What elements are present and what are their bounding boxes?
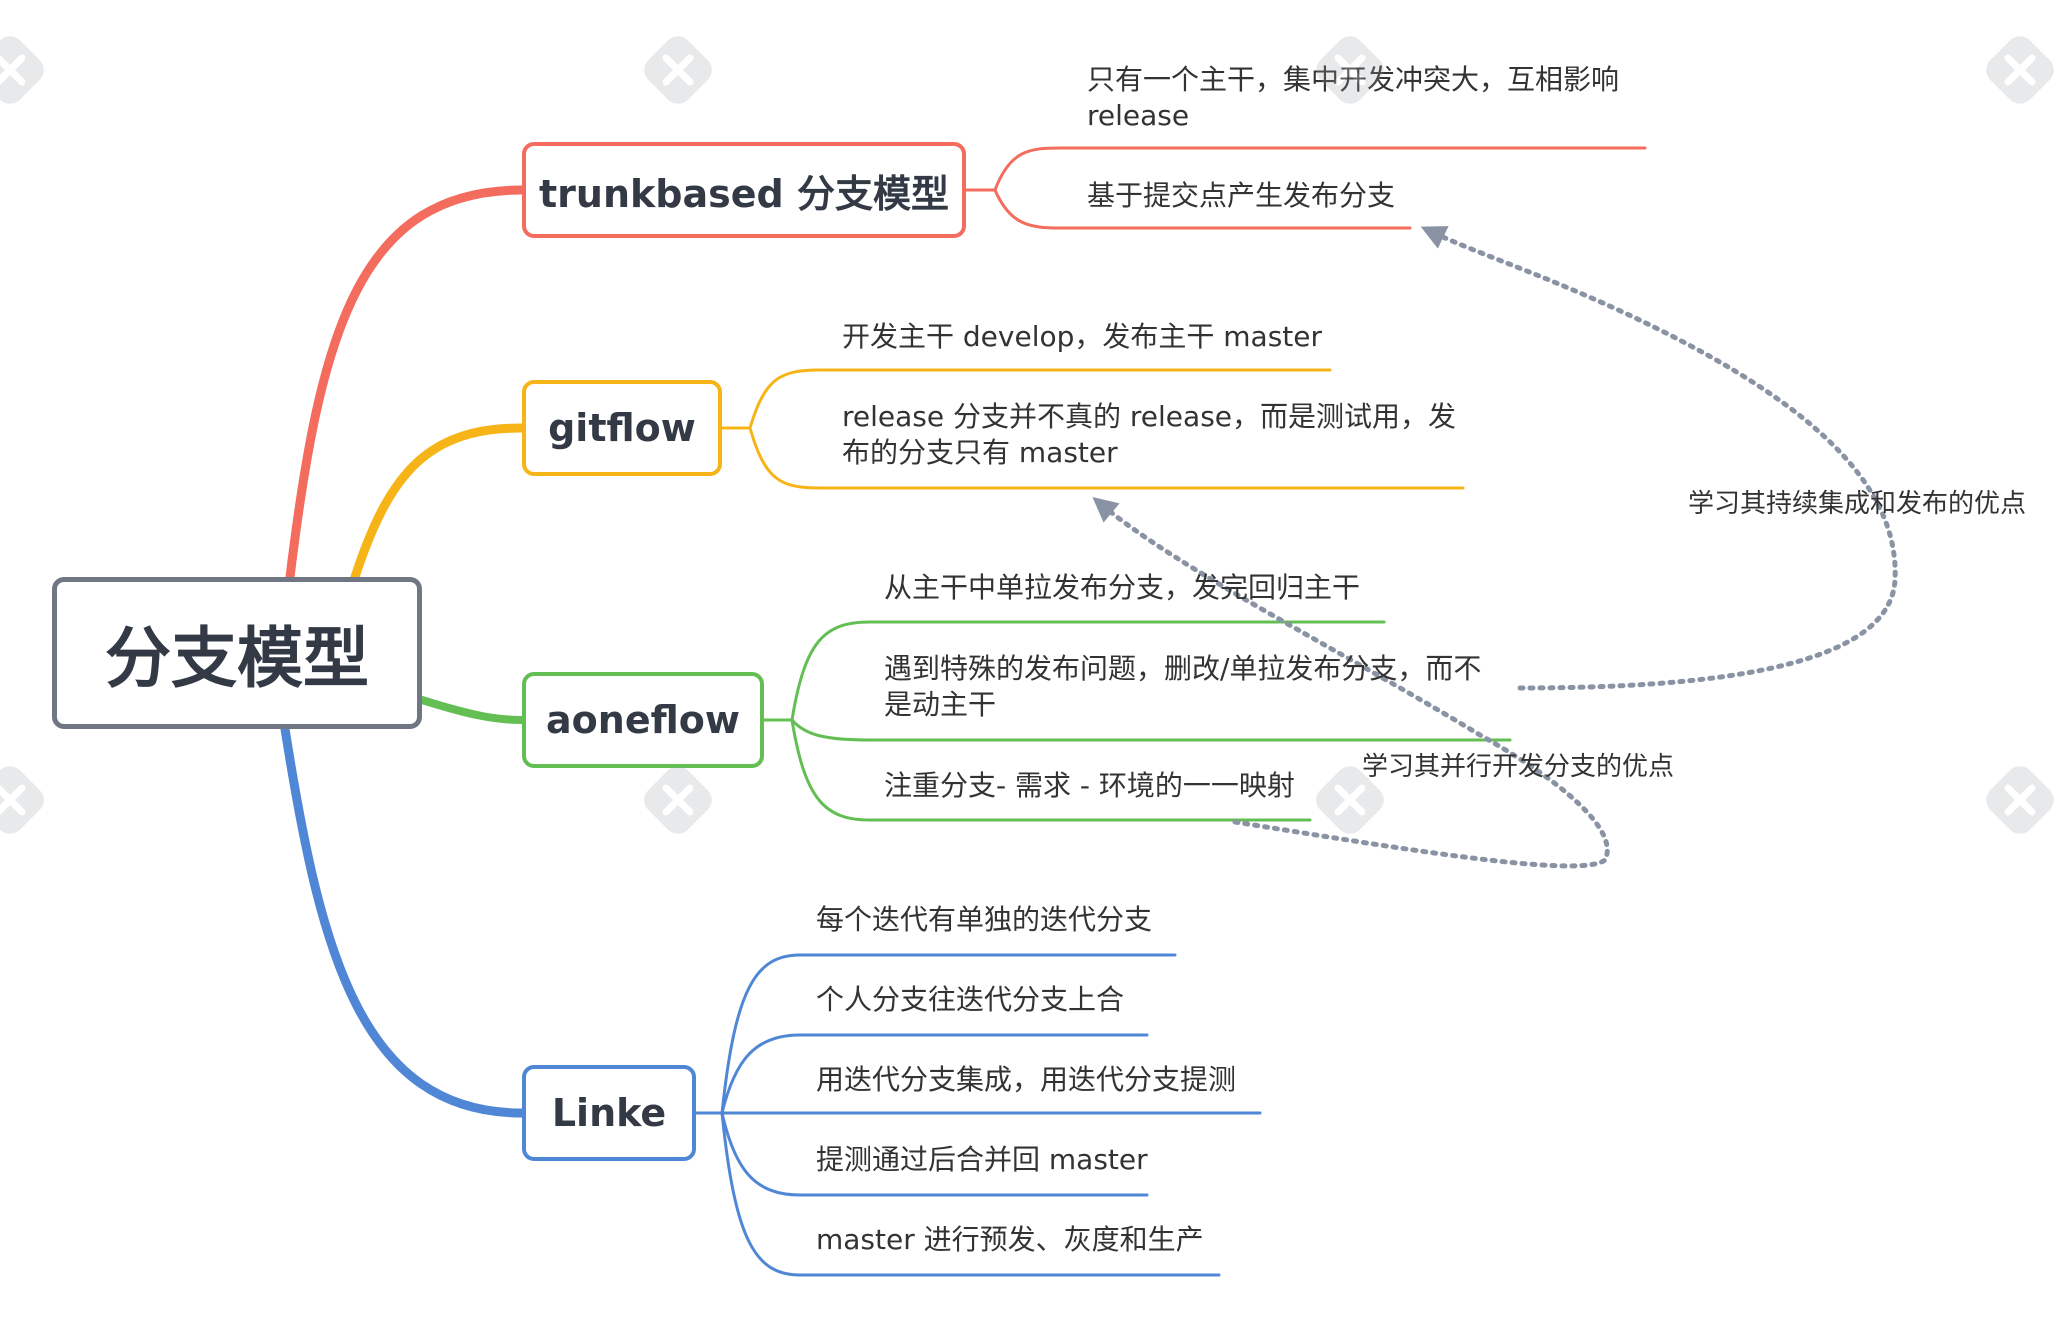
root-topic-label: 分支模型 <box>105 620 369 697</box>
branch-topic-label: aoneflow <box>546 698 740 742</box>
branch-topic-linke[interactable]: Linke <box>522 1065 696 1161</box>
branch-topic-label: trunkbased 分支模型 <box>539 171 949 216</box>
leaf-connector <box>993 188 1412 230</box>
root-connector-trunkbased <box>285 185 527 582</box>
branch-topic-label: gitflow <box>548 406 696 450</box>
leaf-connector <box>720 1111 1221 1277</box>
root-topic[interactable]: 分支模型 <box>52 577 422 729</box>
leaf-connector <box>748 368 1332 430</box>
leaf-connector <box>790 620 1386 722</box>
leaf-topic[interactable]: 从主干中单拉发布分支，发完回归主干 <box>884 571 1361 604</box>
branch-topic-trunkbased[interactable]: trunkbased 分支模型 <box>522 142 966 238</box>
relationship-arrow-ci <box>1420 226 1898 691</box>
root-connector-aoneflow <box>418 696 526 724</box>
relationship-label[interactable]: 学习其持续集成和发布的优点 <box>1688 489 2027 519</box>
leaf-topic[interactable]: 个人分支往迭代分支上合 <box>816 983 1125 1016</box>
leaf-connector <box>748 426 1465 490</box>
xmind-logo-icon <box>0 30 50 110</box>
leaf-topic[interactable]: 遇到特殊的发布问题，删改/单拉发布分支，而不 是动主干 <box>884 652 1482 721</box>
xmind-logo-icon <box>638 760 718 840</box>
branch-topic-label: Linke <box>551 1091 667 1135</box>
leaf-topic[interactable]: release 分支并不真的 release，而是测试用，发 布的分支只有 ma… <box>842 400 1457 469</box>
leaf-connector <box>790 718 1512 742</box>
leaf-topic[interactable]: 用迭代分支集成，用迭代分支提测 <box>816 1063 1237 1096</box>
leaf-connector <box>720 1111 1149 1197</box>
xmind-logo-icon <box>1980 760 2060 840</box>
xmind-logo-icon <box>1310 30 1390 110</box>
branch-topic-aoneflow[interactable]: aoneflow <box>522 672 764 768</box>
leaf-topic[interactable]: 提测通过后合并回 master <box>816 1143 1148 1176</box>
leaf-connector <box>790 718 1312 822</box>
leaf-connector <box>720 1033 1149 1115</box>
leaf-topic[interactable]: 注重分支- 需求 - 环境的一一映射 <box>884 769 1295 802</box>
relationship-arrow-parallel <box>1092 497 1610 869</box>
leaf-topic[interactable]: 每个迭代有单独的迭代分支 <box>816 903 1153 936</box>
xmind-logo-icon <box>638 30 718 110</box>
leaf-connector <box>993 146 1647 192</box>
xmind-logo-icon <box>0 760 50 840</box>
relationship-label[interactable]: 学习其并行开发分支的优点 <box>1362 752 1675 782</box>
root-connector-linke <box>280 724 527 1118</box>
xmind-logo-icon <box>1310 760 1390 840</box>
leaf-topic[interactable]: 开发主干 develop，发布主干 master <box>842 320 1323 353</box>
leaf-topic[interactable]: 只有一个主干，集中开发冲突大，互相影响 release <box>1087 63 1619 132</box>
branch-topic-gitflow[interactable]: gitflow <box>522 380 722 476</box>
leaf-topic[interactable]: 基于提交点产生发布分支 <box>1087 179 1396 212</box>
xmind-logo-icon <box>1980 30 2060 110</box>
leaf-connector <box>720 953 1177 1115</box>
leaf-topic[interactable]: master 进行预发、灰度和生产 <box>816 1223 1204 1256</box>
root-connector-gitflow <box>350 423 527 582</box>
